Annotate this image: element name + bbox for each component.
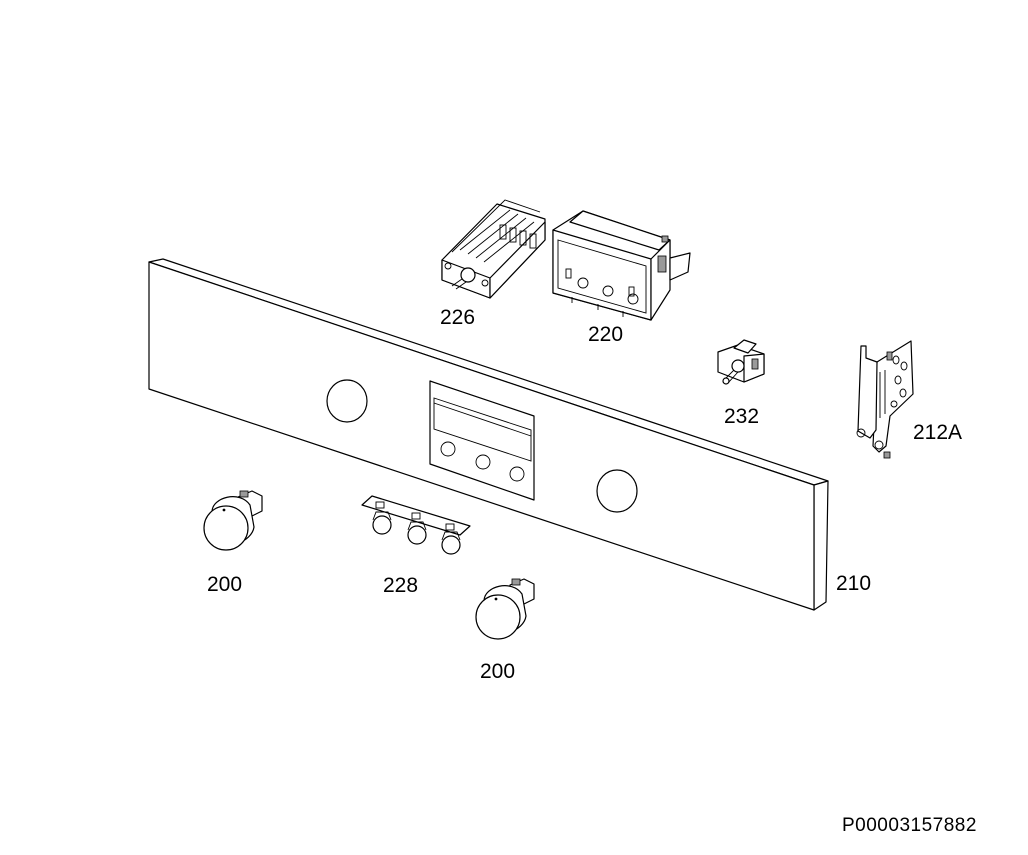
callout-228: 228 [383, 574, 419, 597]
knob-part-200-lower [475, 578, 535, 640]
callout-232: 232 [724, 405, 760, 428]
knob-part-200-left [203, 490, 263, 551]
bracket-part-212A [856, 340, 914, 459]
callout-226: 226 [440, 306, 476, 329]
display-window [429, 380, 535, 501]
document-number: P00003157882 [842, 815, 977, 836]
control-panel-part-210 [148, 258, 829, 611]
timer-module-part-220 [552, 210, 691, 321]
knob-hole-right [596, 469, 638, 513]
selector-switch-part-226 [441, 199, 546, 299]
callout-210: 210 [836, 572, 872, 595]
callout-212A: 212A [913, 421, 963, 444]
callout-200-left: 200 [207, 573, 243, 596]
thermostat-part-232 [717, 339, 765, 385]
callout-200-lower: 200 [480, 660, 516, 683]
pushbutton-strip-part-228 [361, 495, 471, 555]
callout-220: 220 [588, 323, 624, 346]
knob-hole-left [326, 379, 368, 423]
